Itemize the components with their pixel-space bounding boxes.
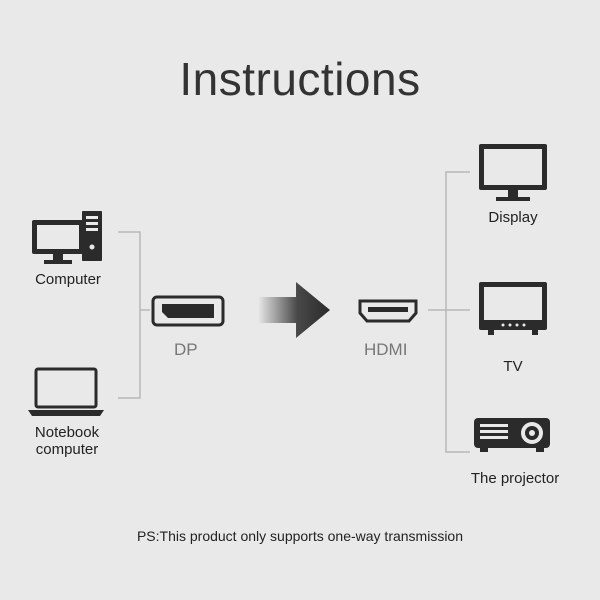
source-bracket-lines — [118, 231, 150, 399]
tv-label: TV — [503, 358, 523, 375]
displayport-connector-icon — [151, 295, 225, 327]
page-title: Instructions — [179, 53, 421, 105]
projector-label: The projector — [470, 470, 560, 487]
hdmi-connector-icon — [358, 299, 418, 323]
computer-label: Computer — [35, 271, 101, 288]
transmission-note: PS:This product only supports one-way tr… — [136, 528, 464, 544]
notebook-label-line2: computer — [35, 441, 99, 458]
projector-icon — [474, 418, 550, 452]
notebook-label-line1: Notebook — [34, 424, 100, 441]
arrow-right-icon — [258, 282, 330, 338]
hdmi-label: HDMI — [364, 340, 408, 359]
target-bracket-lines — [428, 171, 470, 453]
notebook-label: Notebook computer — [18, 424, 116, 458]
display-label: Display — [488, 209, 538, 226]
dp-label: DP — [174, 340, 198, 359]
tv-icon — [479, 282, 547, 335]
desktop-computer-icon — [32, 211, 102, 264]
monitor-icon — [479, 144, 547, 201]
laptop-icon — [28, 367, 104, 416]
